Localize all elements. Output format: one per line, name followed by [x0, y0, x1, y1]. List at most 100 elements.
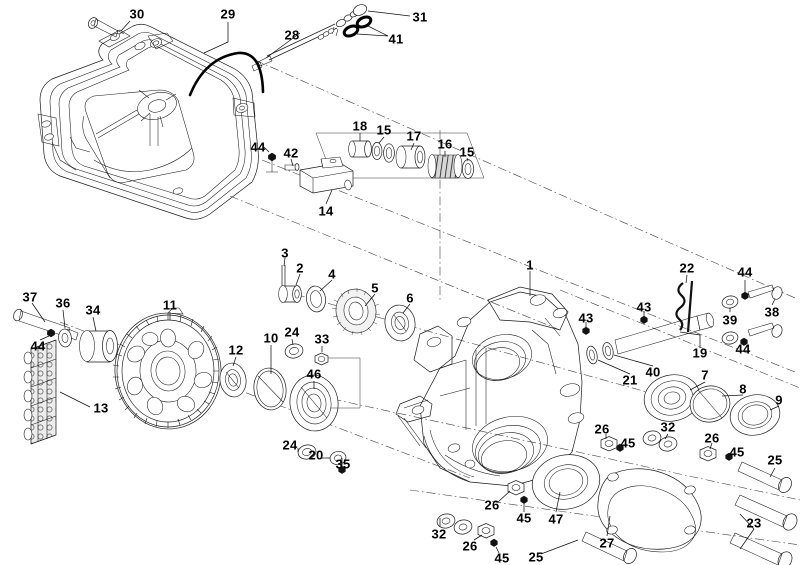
callout-32-b: 32	[431, 526, 447, 542]
callout-25-b: 25	[528, 549, 544, 565]
callout-47: 47	[548, 511, 564, 527]
callout-13: 13	[93, 400, 109, 416]
part-16-spring	[427, 151, 463, 179]
part-5-gear	[331, 288, 381, 336]
callout-10: 10	[263, 330, 279, 346]
part-33-nut	[314, 346, 361, 409]
callout-7: 7	[701, 367, 709, 383]
callout-25-a: 25	[767, 452, 783, 468]
part-17-bushing	[395, 142, 426, 169]
callout-20: 20	[308, 447, 324, 463]
callout-27: 27	[599, 535, 615, 551]
callout-26-a: 26	[594, 421, 610, 437]
part-23-bolt-b	[729, 528, 793, 565]
part-36-washer	[58, 309, 72, 348]
callout-46: 46	[306, 366, 322, 382]
callout-32-a: 32	[660, 419, 676, 435]
callout-44-a: 44	[250, 139, 266, 155]
part-34-bushing	[79, 316, 118, 363]
leader-29	[203, 22, 229, 54]
callout-12: 12	[228, 342, 244, 358]
callout-44-b: 44	[737, 264, 753, 280]
part-45-nut-b	[725, 452, 733, 461]
part-26-nut-a	[600, 434, 618, 452]
part-11-sprocket	[112, 307, 222, 430]
part-29-seal-arc	[188, 51, 265, 97]
part-21-seal	[586, 345, 631, 375]
callout-2: 2	[296, 260, 304, 276]
callout-4: 4	[328, 266, 336, 282]
callout-35: 35	[335, 456, 351, 472]
part-32-washer-b	[436, 513, 473, 535]
callout-29: 29	[220, 6, 236, 22]
part-18-sleeve	[348, 133, 372, 158]
part-47-seal	[531, 454, 601, 513]
part-14-bracket	[299, 156, 354, 205]
callout-11: 11	[162, 297, 178, 313]
part-43-nut-b	[640, 311, 648, 324]
part-8-retaining-ring	[689, 385, 744, 423]
callout-15-a: 15	[376, 122, 392, 138]
part-15-washer-a	[371, 136, 385, 160]
callout-34: 34	[85, 302, 101, 318]
callout-15-b: 15	[459, 144, 475, 160]
callout-14: 14	[318, 203, 334, 219]
part-24-washer-a	[284, 338, 304, 359]
part-19-adjuster-screw	[614, 312, 715, 355]
callout-5: 5	[371, 280, 379, 296]
part-23-bolt-a	[734, 494, 798, 531]
callout-44-c: 44	[735, 341, 751, 357]
part-44-nut-a	[263, 146, 278, 173]
part-26-nut-b	[699, 442, 717, 462]
callout-24-a: 24	[284, 324, 300, 340]
part-29-cover-housing	[37, 23, 259, 220]
callout-38: 38	[764, 304, 780, 320]
callout-43-b: 43	[636, 299, 652, 315]
part-9-seal	[729, 394, 781, 436]
part-22-cotter-clip	[675, 274, 694, 333]
callout-1: 1	[526, 257, 534, 273]
part-24-washer-b	[297, 444, 317, 460]
callout-39: 39	[722, 312, 738, 328]
part-45-nut-d	[490, 538, 500, 554]
part-42-screw	[284, 158, 300, 171]
part-31-dipstick-cap	[352, 4, 411, 17]
part-35-nut	[338, 458, 346, 474]
callout-41: 41	[388, 31, 404, 47]
part-28-dipstick	[251, 10, 359, 72]
callout-26-b: 26	[704, 430, 720, 446]
part-41-o-rings	[342, 15, 389, 38]
part-26-nut-c	[497, 480, 525, 503]
callout-45-a: 45	[620, 435, 636, 451]
part-44-nut-d	[740, 337, 748, 346]
part-46-bearing	[289, 374, 339, 432]
callout-3: 3	[281, 245, 289, 261]
part-40-washer	[602, 342, 654, 367]
part-15-washer-c	[462, 157, 474, 179]
callout-17: 17	[406, 128, 422, 144]
callout-42: 42	[283, 145, 299, 161]
part-10-retaining-ring	[253, 345, 287, 411]
callout-22: 22	[679, 260, 695, 276]
callout-30: 30	[129, 6, 145, 22]
callout-45-d: 45	[494, 550, 510, 565]
part-12-bushing	[219, 356, 247, 398]
callout-9: 9	[775, 392, 783, 408]
part-6-bearing	[384, 303, 416, 342]
part-39-washer-a	[721, 295, 739, 312]
callout-18: 18	[352, 118, 368, 134]
part-32-washer-a	[642, 430, 678, 452]
part-44-nut-b	[39, 328, 55, 341]
callout-44-d: 44	[30, 338, 46, 354]
callout-24-b: 24	[282, 437, 298, 453]
part-15-washer-b	[383, 143, 395, 163]
part-45-nut-c	[520, 495, 528, 512]
callout-36: 36	[55, 295, 71, 311]
part-30-screw	[87, 17, 131, 38]
callout-40: 40	[645, 364, 661, 380]
part-38-bolt-a	[747, 284, 783, 306]
callout-6: 6	[406, 290, 414, 306]
callout-37: 37	[22, 289, 38, 305]
